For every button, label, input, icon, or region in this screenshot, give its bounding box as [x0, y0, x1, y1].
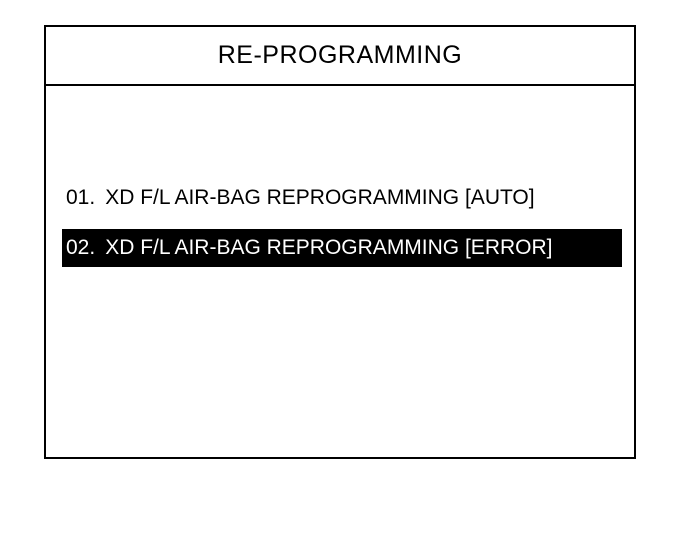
menu-item-label: XD F/L AIR-BAG REPROGRAMMING [AUTO] [105, 186, 535, 209]
menu-item-number: 02. [66, 236, 96, 259]
screen-title-bar: RE-PROGRAMMING [46, 27, 634, 86]
page-title: RE-PROGRAMMING [217, 41, 463, 69]
menu-item-error-reprogramming[interactable]: 02. XD F/L AIR-BAG REPROGRAMMING [ERROR] [62, 229, 622, 267]
menu-list: 01. XD F/L AIR-BAG REPROGRAMMING [AUTO] … [62, 179, 622, 267]
menu-item-label: XD F/L AIR-BAG REPROGRAMMING [ERROR] [105, 236, 553, 259]
menu-item-auto-reprogramming[interactable]: 01. XD F/L AIR-BAG REPROGRAMMING [AUTO] [62, 179, 622, 217]
scanner-screen: RE-PROGRAMMING 01. XD F/L AIR-BAG REPROG… [44, 25, 636, 459]
menu-item-number: 01. [66, 186, 96, 209]
